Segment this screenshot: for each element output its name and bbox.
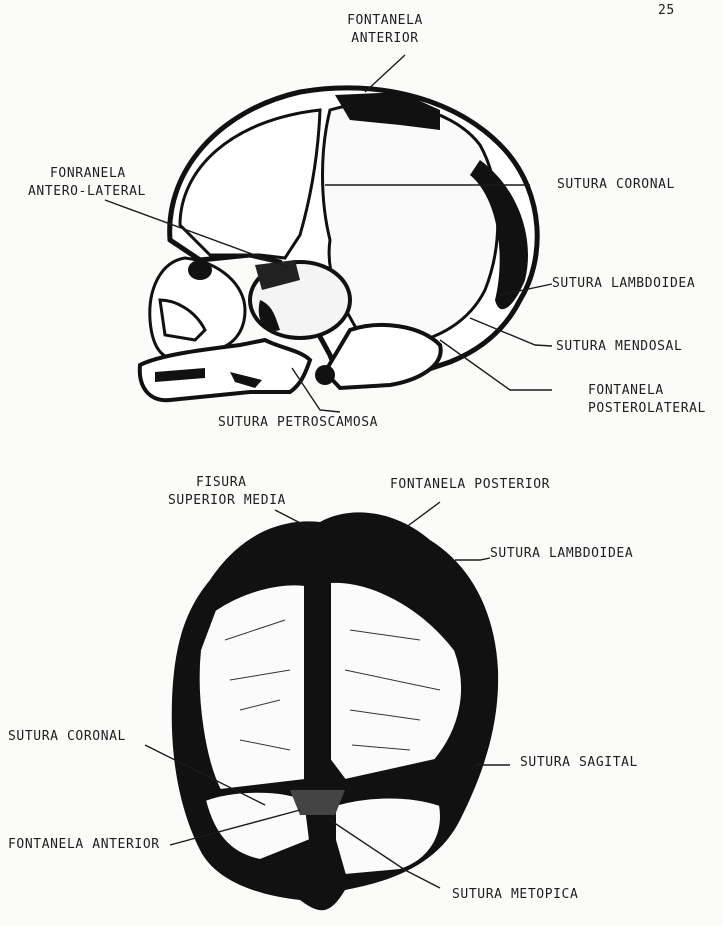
label-fisura-line1: FISURA bbox=[196, 474, 247, 491]
label-sutura-metopica: SUTURA METOPICA bbox=[452, 886, 578, 903]
label-fisura-line2: SUPERIOR MEDIA bbox=[168, 492, 286, 509]
left-parietal bbox=[199, 584, 305, 790]
right-frontal bbox=[335, 798, 441, 876]
label-antero-lateral-line2: ANTERO-LATERAL bbox=[28, 183, 146, 200]
label-antero-lateral-line1: FONRANELA bbox=[50, 165, 126, 182]
superior-skull-drawing bbox=[172, 512, 498, 910]
sagittal-suture bbox=[306, 570, 328, 790]
leader-sutura-lambdoidea-sup bbox=[455, 558, 490, 560]
orbit bbox=[188, 260, 212, 280]
label-posterolateral-line2: POSTEROLATERAL bbox=[588, 400, 706, 417]
label-fontanela-anterior-line2: ANTERIOR bbox=[330, 30, 440, 47]
label-fontanela-posterior: FONTANELA POSTERIOR bbox=[390, 476, 550, 493]
label-petroscamosa: SUTURA PETROSCAMOSA bbox=[218, 414, 378, 431]
label-sutura-lambdoidea-lateral: SUTURA LAMBDOIDEA bbox=[552, 275, 695, 292]
page-number: 25 bbox=[658, 2, 675, 19]
label-sutura-coronal-superior: SUTURA CORONAL bbox=[8, 728, 126, 745]
label-fontanela-anterior-superior: FONTANELA ANTERIOR bbox=[8, 836, 160, 853]
label-sutura-coronal-lateral: SUTURA CORONAL bbox=[557, 176, 675, 193]
leader-fontanela-posterior bbox=[405, 502, 440, 528]
label-sutura-sagital: SUTURA SAGITAL bbox=[520, 754, 638, 771]
label-sutura-lambdoidea-superior: SUTURA LAMBDOIDEA bbox=[490, 545, 633, 562]
label-fontanela-anterior-line1: FONTANELA bbox=[330, 12, 440, 29]
ear-opening bbox=[315, 365, 335, 385]
leader-fontanela-anterior bbox=[365, 55, 405, 92]
label-posterolateral-line1: FONTANELA bbox=[588, 382, 664, 399]
label-sutura-mendosal: SUTURA MENDOSAL bbox=[556, 338, 682, 355]
lateral-skull-drawing bbox=[140, 88, 537, 400]
